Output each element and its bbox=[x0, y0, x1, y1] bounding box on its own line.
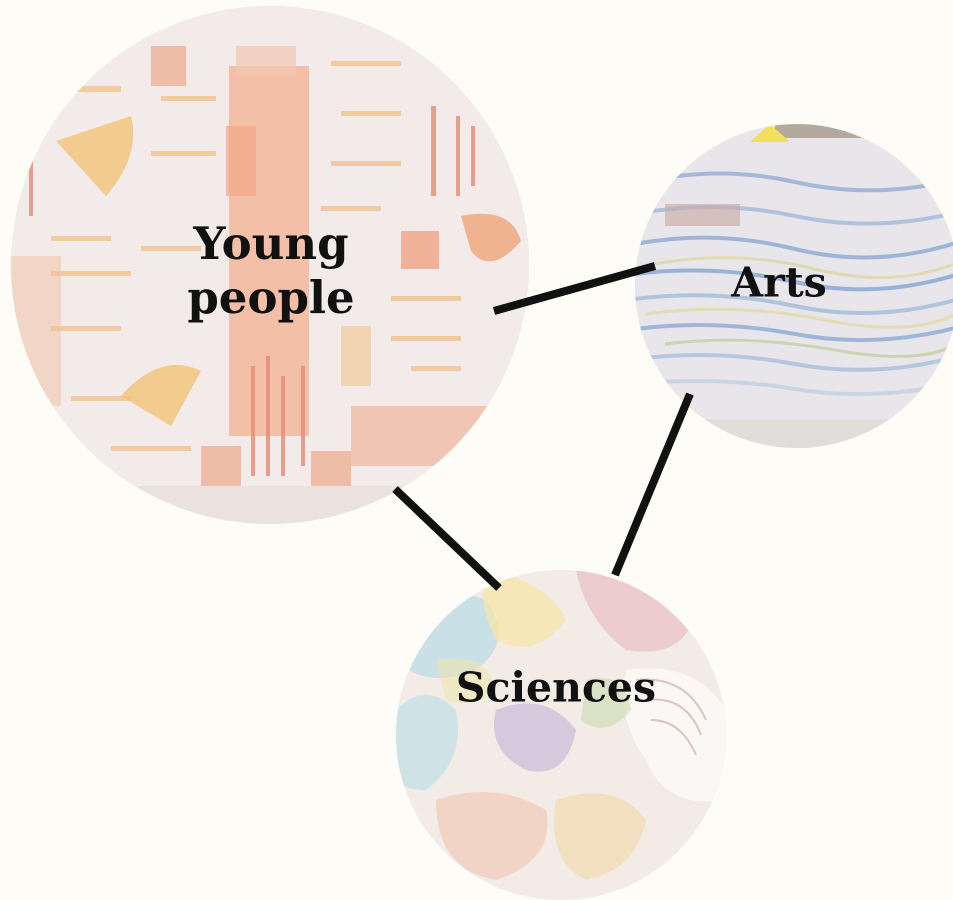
label-arts: Arts bbox=[731, 258, 827, 307]
node-arts bbox=[635, 124, 953, 448]
node-young-people bbox=[11, 6, 529, 524]
node-sciences bbox=[396, 570, 726, 900]
label-young-people: Young people bbox=[187, 217, 355, 324]
label-sciences: Sciences bbox=[455, 663, 657, 712]
watercolor-texture-sciences bbox=[396, 570, 726, 900]
